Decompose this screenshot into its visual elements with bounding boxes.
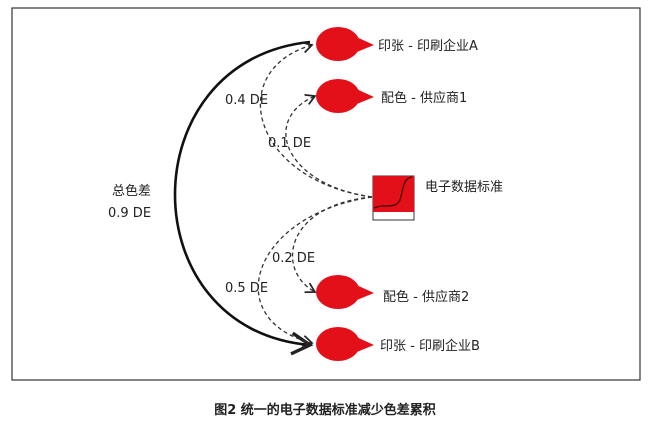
total-arc (173, 40, 314, 356)
label-paper-b: 印张 - 印刷企业B (380, 338, 480, 354)
label-ink-2: 配色 - 供应商2 (383, 289, 469, 305)
blob-ink-2 (316, 275, 374, 309)
edge-label-2: 0.2 DE (272, 251, 315, 266)
dashed-edge-2 (292, 196, 373, 294)
edge-label-b: 0.5 DE (225, 281, 268, 296)
frame (11, 7, 641, 381)
caption: 图2 统一的电子数据标准减少色差累积 (214, 402, 436, 418)
total-value: 0.9 DE (108, 206, 151, 221)
standard-icon (372, 175, 415, 221)
dashed-edge-1 (285, 94, 373, 198)
label-standard: 电子数据标准 (425, 180, 503, 195)
label-ink-1: 配色 - 供应商1 (381, 90, 467, 106)
blob-paper-a (316, 27, 374, 61)
edge-label-a: 0.4 DE (225, 93, 268, 108)
total-label: 总色差 (112, 183, 151, 199)
dashed-edge-a (259, 41, 373, 198)
blob-paper-b (316, 327, 374, 361)
label-paper-a: 印张 - 印刷企业A (378, 38, 478, 54)
dashed-edge-b (257, 196, 373, 347)
edge-label-1: 0.1 DE (268, 136, 311, 151)
blob-ink-1 (316, 79, 374, 113)
